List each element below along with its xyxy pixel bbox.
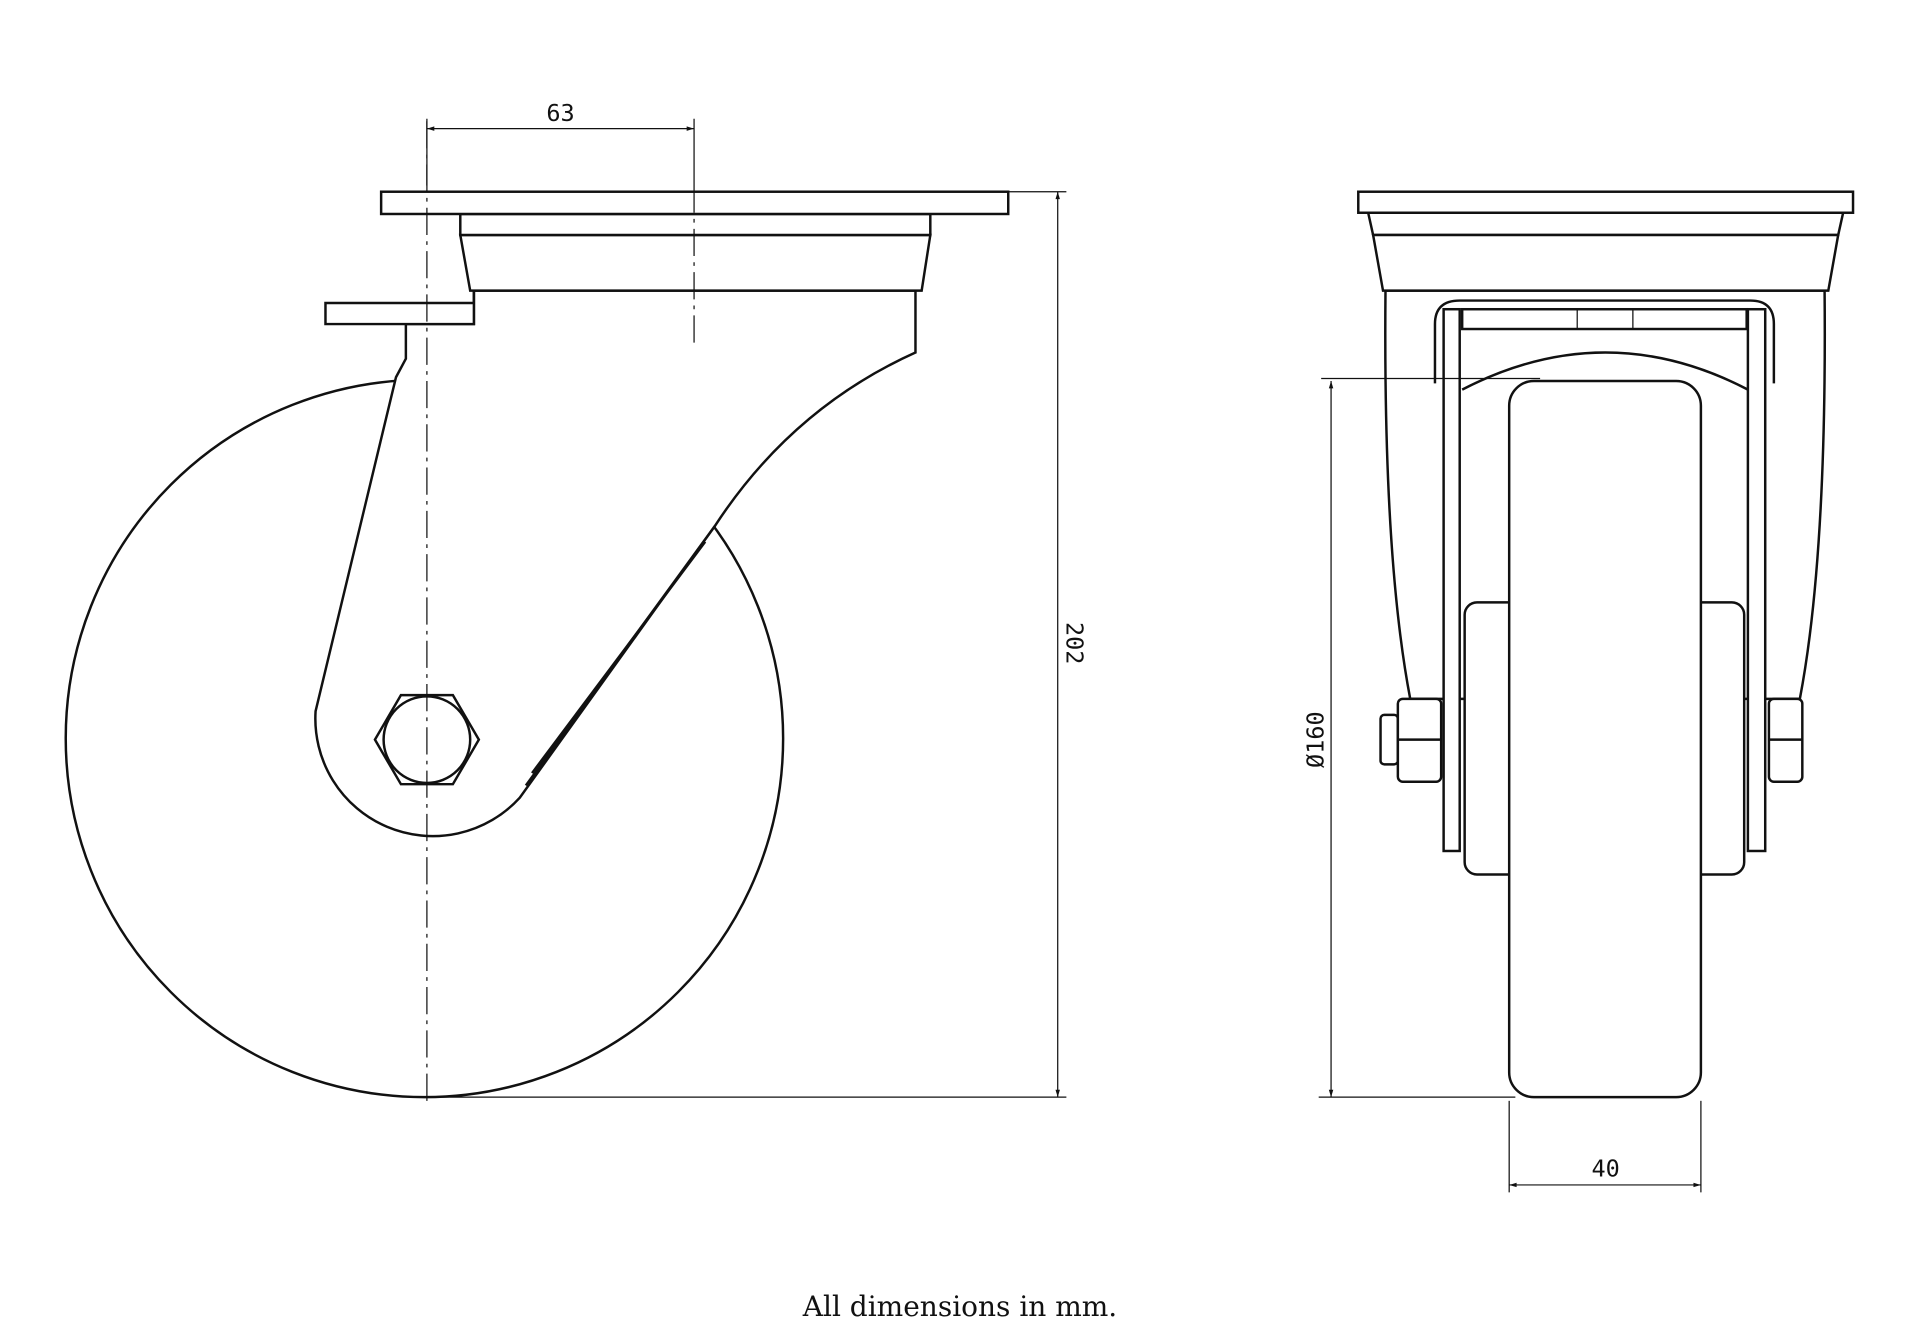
- diameter-dimension-label: Ø160: [1302, 711, 1330, 768]
- axle-bolt-end: [1379, 713, 1400, 766]
- kingpin-housing-front: [1371, 233, 1840, 292]
- wheel-top-arc: [1461, 351, 1749, 391]
- fork-leg-right: [1746, 307, 1767, 853]
- fork-bridge: [1433, 299, 1776, 384]
- width-dimension-label: 40: [1592, 1154, 1620, 1182]
- top-plate-front: [1357, 190, 1855, 214]
- offset-dimension-label: 63: [546, 99, 574, 127]
- fork-crossbar: [1460, 307, 1748, 331]
- kingpin-housing: [458, 233, 932, 292]
- fork-side: [314, 289, 917, 838]
- side-view: 63 202: [64, 99, 1088, 1101]
- front-view: Ø160 40: [1302, 190, 1855, 1193]
- brake-tab: [324, 290, 476, 326]
- bearing-ring: [459, 212, 932, 237]
- wheel-tread-front: [1507, 379, 1703, 1099]
- bearing-ring-front: [1366, 211, 1845, 237]
- height-dimension-label: 202: [1060, 622, 1088, 664]
- fork-leg-left: [1442, 307, 1461, 853]
- fork-edge: [531, 541, 707, 774]
- units-caption: All dimensions in mm.: [802, 1290, 1118, 1323]
